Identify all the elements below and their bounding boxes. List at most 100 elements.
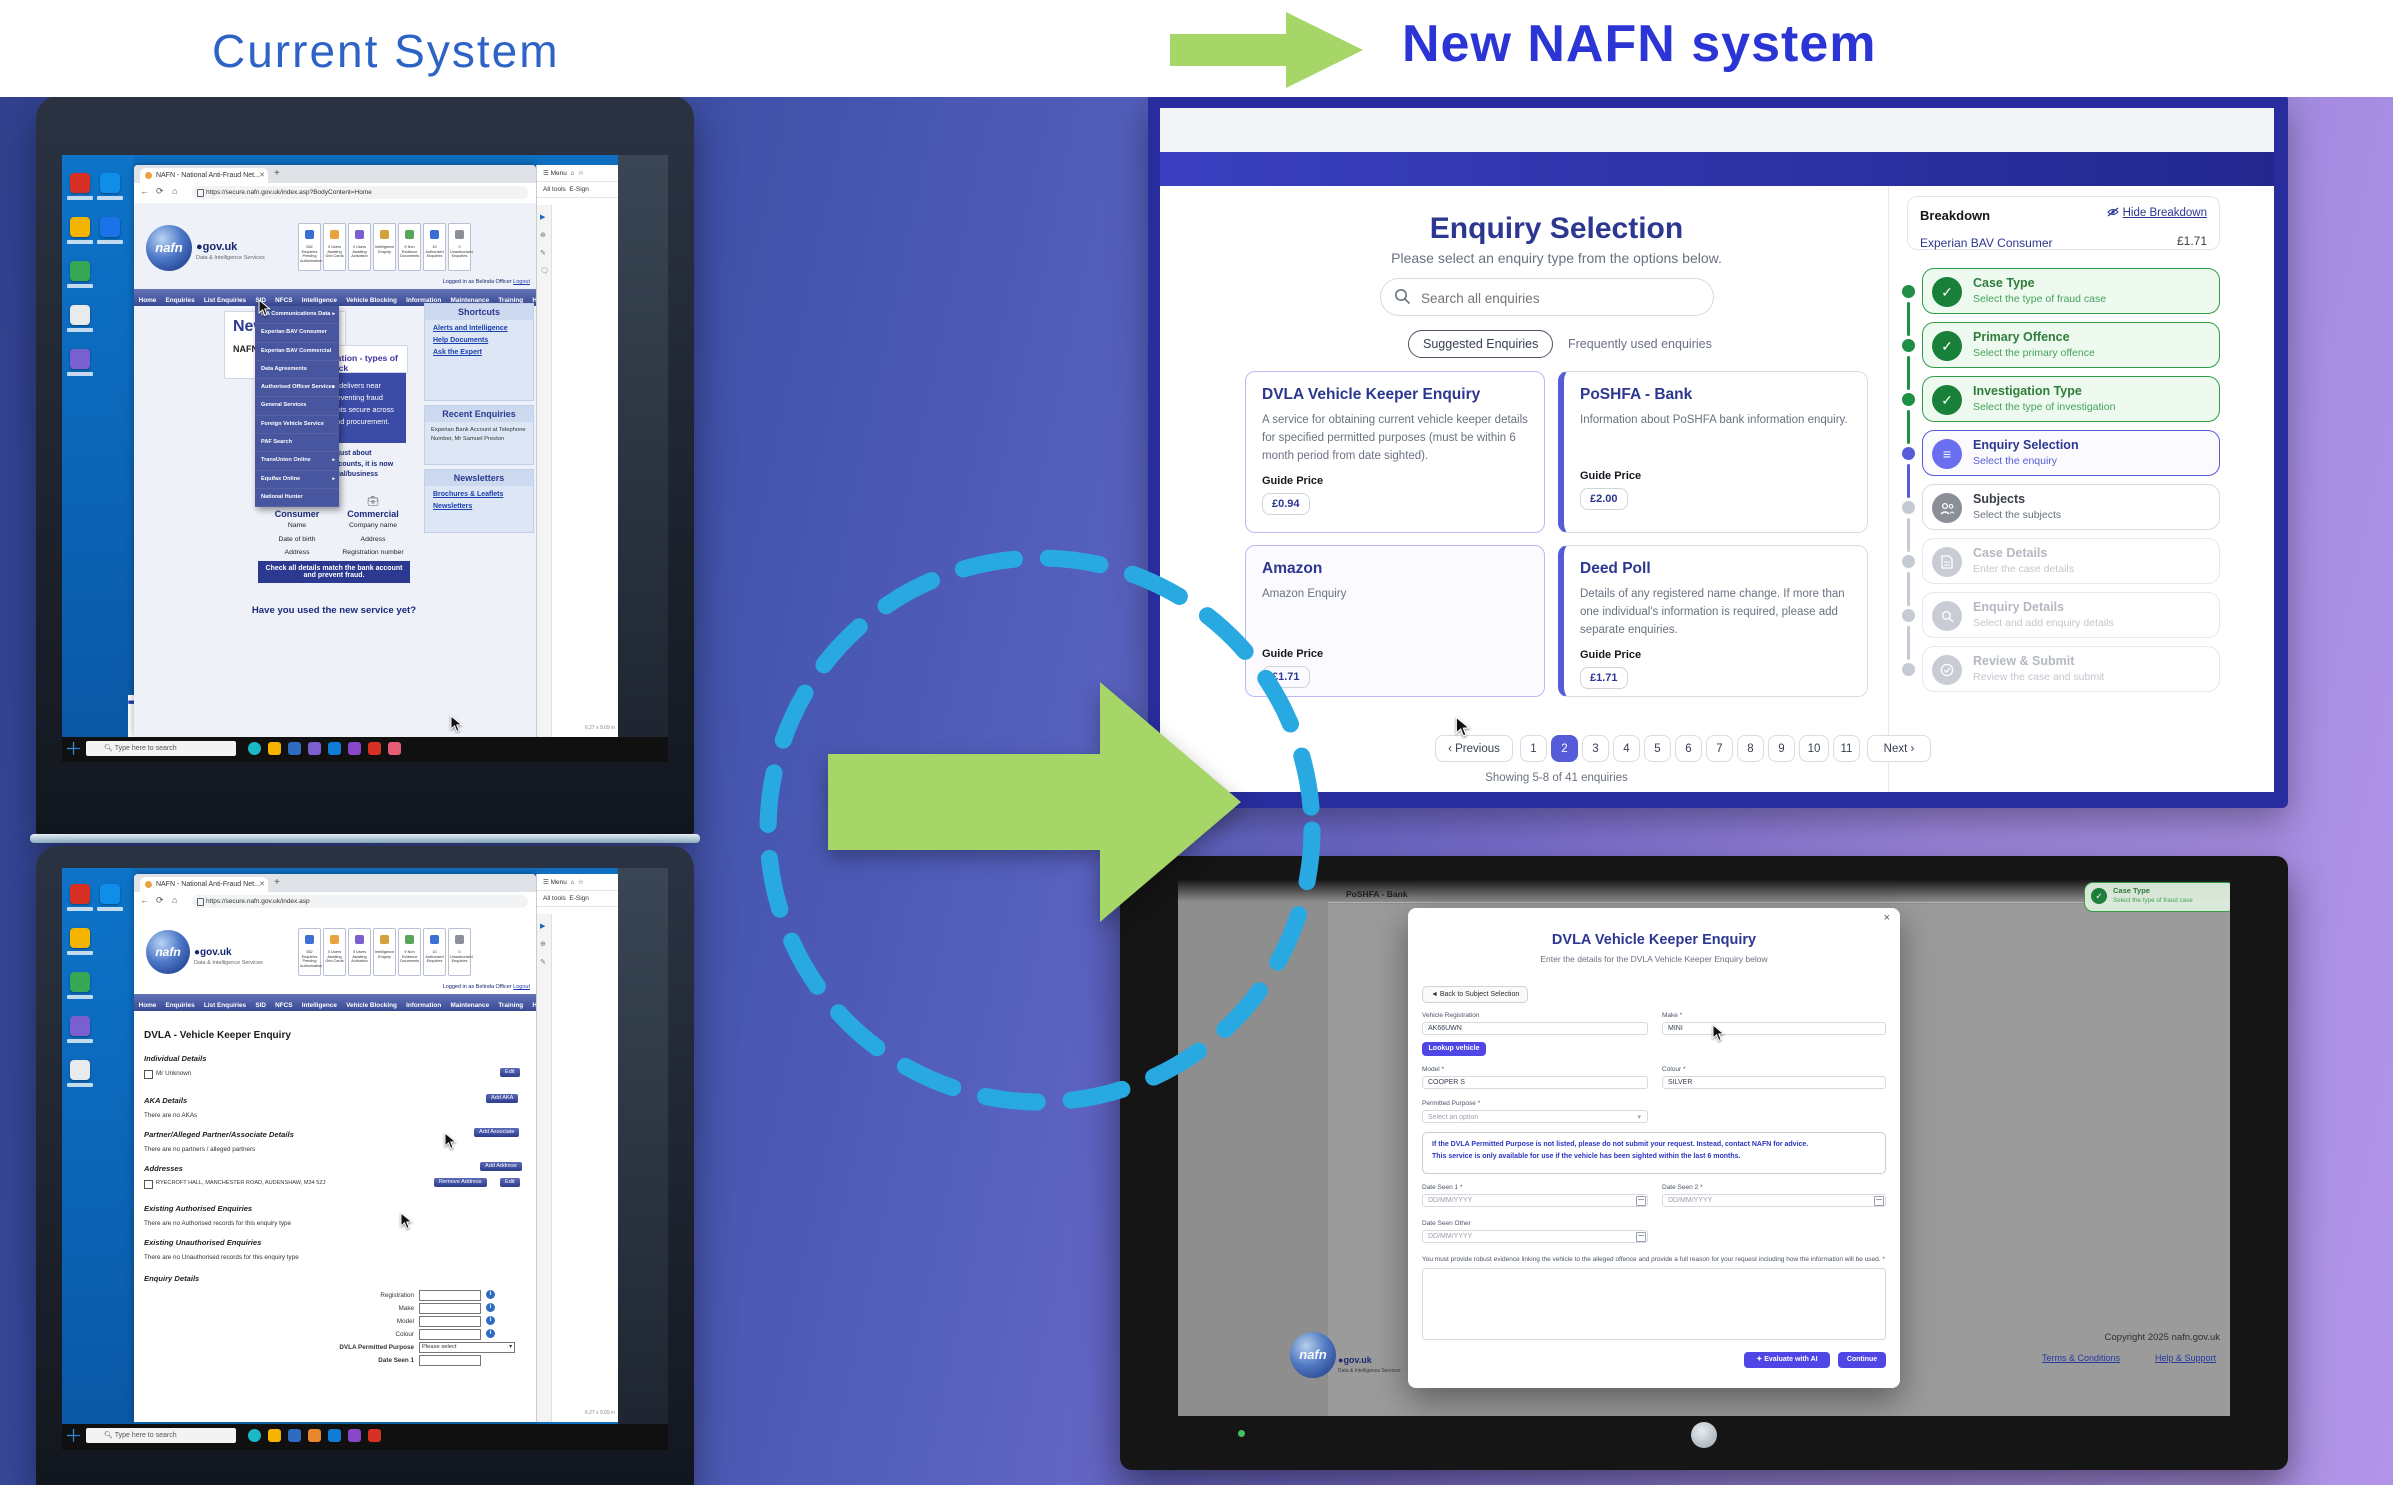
address-bar[interactable]: https://secure.nafn.gov.uk/index.asp?Bod…	[192, 186, 528, 199]
date-seen-other-input[interactable]	[1422, 1230, 1648, 1243]
evidence-textarea[interactable]	[1422, 1268, 1886, 1340]
back-icon[interactable]: ←	[140, 186, 149, 196]
footer-help-link[interactable]: Help & Support	[2154, 1353, 2216, 1363]
desktop-icon[interactable]	[70, 972, 90, 992]
pagination-page[interactable]: 6	[1675, 735, 1702, 762]
nav-item-vehicle-blocking[interactable]: Vehicle Blocking	[346, 297, 397, 304]
nav-item-information[interactable]: Information	[406, 297, 442, 304]
shortcut-link[interactable]: Help Documents	[433, 337, 489, 344]
stat-box[interactable]: 9 Non Evidence Documents	[398, 928, 421, 976]
calendar-icon[interactable]	[1636, 1196, 1646, 1206]
home-icon[interactable]: ⌂	[172, 186, 178, 196]
acrobat-pen-icon[interactable]: ✎	[540, 250, 546, 257]
browser-tab[interactable]: NAFN - National Anti-Fraud Net... ✕	[140, 168, 268, 183]
acrobat-zoom-icon[interactable]: ⊕	[540, 941, 546, 948]
stat-box[interactable]: Intelligence Enquiry	[373, 928, 396, 976]
pagination-page[interactable]: 8	[1737, 735, 1764, 762]
address-bar[interactable]: https://secure.nafn.gov.uk/index.asp	[192, 895, 528, 908]
nav-item-vehicle-blocking[interactable]: Vehicle Blocking	[346, 1002, 397, 1009]
shortcut-link[interactable]: Alerts and Intelligence	[433, 325, 508, 332]
info-icon[interactable]	[486, 1290, 495, 1299]
nav-item-enquiries[interactable]: Enquiries	[165, 297, 195, 304]
start-button[interactable]	[67, 1429, 80, 1442]
tab-suggested-enquiries[interactable]: Suggested Enquiries	[1408, 330, 1554, 358]
new-tab-icon[interactable]: +	[274, 168, 280, 179]
taskbar-app-icon[interactable]	[368, 1429, 381, 1442]
pagination-page[interactable]: 3	[1582, 735, 1609, 762]
stat-box[interactable]: 9 Non Evidence Documents	[398, 223, 421, 271]
nav-item-maintenance[interactable]: Maintenance	[450, 297, 490, 304]
nav-item-intelligence[interactable]: Intelligence	[301, 297, 337, 304]
nav-item-training[interactable]: Training	[498, 1002, 524, 1009]
calendar-icon[interactable]	[1874, 1196, 1884, 1206]
continue-button[interactable]: Continue	[1838, 1352, 1886, 1368]
enquiry-card-amazon[interactable]: Amazon Amazon Enquiry Guide Price £1.71	[1245, 545, 1545, 697]
menu-item[interactable]: IPA Communications Data	[255, 306, 339, 325]
edit-address-button[interactable]: Edit	[500, 1178, 520, 1187]
back-to-subject-button[interactable]: ◄ Back to Subject Selection	[1422, 986, 1529, 1003]
taskbar-app-icon[interactable]	[308, 1429, 321, 1442]
colour-input[interactable]	[419, 1329, 481, 1340]
add-associate-button[interactable]: Add Associate	[474, 1128, 520, 1137]
nav-item-list-enquiries[interactable]: List Enquiries	[203, 297, 247, 304]
stat-box[interactable]: 0 Users Awaiting Activation	[348, 928, 371, 976]
pagination-page[interactable]: 9	[1768, 735, 1795, 762]
stat-box[interactable]: 552 Enquiries Pending Authorisation	[298, 928, 322, 976]
nav-item-training[interactable]: Training	[498, 297, 524, 304]
taskbar-app-icon[interactable]	[388, 742, 401, 755]
make-input[interactable]	[1662, 1022, 1886, 1035]
start-button[interactable]	[67, 742, 80, 755]
desktop-icon[interactable]	[70, 884, 90, 904]
stat-box[interactable]: 552 Enquiries Pending Authorisation	[298, 223, 322, 271]
taskbar-app-icon[interactable]	[328, 1429, 341, 1442]
taskbar-app-icon[interactable]	[288, 1429, 301, 1442]
menu-item[interactable]: Equifax Online	[255, 471, 339, 489]
menu-item[interactable]: Experian BAV Commercial	[255, 343, 339, 361]
info-icon[interactable]	[486, 1329, 495, 1338]
nav-item-help[interactable]: Help	[532, 1002, 536, 1009]
menu-item[interactable]: National Hunter	[255, 489, 339, 508]
hide-breakdown-link[interactable]: Hide Breakdown	[2107, 207, 2207, 219]
modal-close-icon[interactable]: ×	[1883, 912, 1890, 924]
menu-item[interactable]: Authorised Officer Services	[255, 379, 339, 398]
acrobat-comment-icon[interactable]: 🗨︎	[540, 268, 549, 275]
add-address-button[interactable]: Add Address	[480, 1162, 522, 1171]
taskbar-app-icon[interactable]	[368, 742, 381, 755]
date-seen-1-input[interactable]	[1422, 1194, 1648, 1207]
back-icon[interactable]: ←	[140, 895, 149, 905]
acrobat-zoom-icon[interactable]: ⊕	[540, 232, 546, 239]
stat-box[interactable]: 10 Authorised Enquiries	[423, 223, 446, 271]
recent-enquiry-item[interactable]: Experian Bank Account at Telephone Numbe…	[431, 427, 526, 442]
taskbar-app-icon[interactable]	[268, 1429, 281, 1442]
newsletter-link[interactable]: Newsletters	[433, 503, 473, 510]
menu-item[interactable]: Foreign Vehicle Service	[255, 416, 339, 435]
lookup-vehicle-button[interactable]: Lookup vehicle	[1422, 1042, 1486, 1056]
pagination-page[interactable]: 10	[1799, 735, 1829, 762]
nav-item-help[interactable]: Help	[532, 297, 536, 304]
nav-item-nfcs[interactable]: NFCS	[275, 1002, 293, 1009]
acrobat-pen-icon[interactable]: ✎	[540, 959, 546, 966]
stat-box[interactable]: 0 Users Awaiting Grid Cards	[323, 928, 346, 976]
tab-frequently-used[interactable]: Frequently used enquiries	[1568, 337, 1712, 351]
tab-close-icon[interactable]: ✕	[259, 881, 265, 888]
nav-item-nfcs[interactable]: NFCS	[275, 297, 293, 304]
info-icon[interactable]	[486, 1303, 495, 1312]
pagination-page[interactable]: 4	[1613, 735, 1640, 762]
edit-subject-button[interactable]: Edit	[500, 1068, 520, 1077]
desktop-icon[interactable]	[70, 1060, 90, 1080]
acrobat-all-tools[interactable]: All tools	[543, 186, 566, 193]
date-seen-2-input[interactable]	[1662, 1194, 1886, 1207]
taskbar-app-icon[interactable]	[248, 1429, 261, 1442]
address-checkbox[interactable]	[144, 1180, 153, 1189]
newsletter-link[interactable]: Brochures & Leaflets	[433, 491, 504, 498]
refresh-icon[interactable]: ⟳	[156, 186, 164, 196]
desktop-icon[interactable]	[100, 173, 120, 193]
colour-input[interactable]	[1662, 1076, 1886, 1089]
pagination-page[interactable]: 11	[1833, 735, 1860, 762]
evaluate-with-ai-button[interactable]: ✦ Evaluate with AI	[1744, 1352, 1830, 1368]
